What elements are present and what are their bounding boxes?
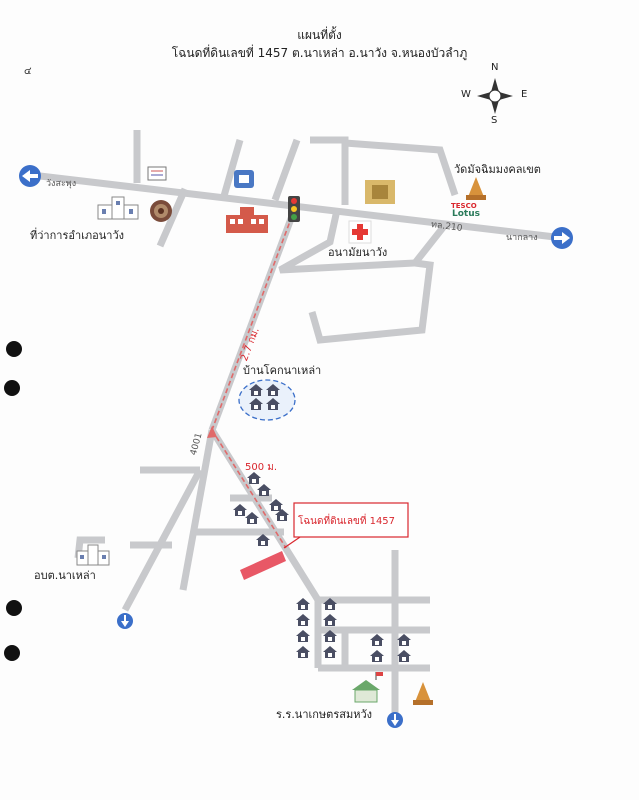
compass-e: E bbox=[521, 89, 528, 100]
house-icon bbox=[323, 646, 337, 658]
house-icon bbox=[247, 472, 261, 484]
arrow-down-icon bbox=[117, 613, 133, 629]
tao-label: อบต.นาเหล่า bbox=[34, 569, 96, 582]
sign-icon bbox=[147, 166, 167, 181]
compass-s: S bbox=[491, 115, 498, 126]
house-icon bbox=[296, 646, 310, 658]
school-label: ร.ร.นาเกษตรสมหวัง bbox=[276, 708, 372, 721]
house-icon bbox=[323, 598, 337, 610]
health-center-icon bbox=[348, 220, 372, 244]
district-office-label: ที่ว่าการอำเภอนาวัง bbox=[30, 229, 124, 242]
compass-n: N bbox=[491, 62, 499, 73]
house-window bbox=[254, 391, 258, 395]
house-window bbox=[301, 621, 305, 625]
house-window bbox=[262, 491, 266, 495]
plot-label-box bbox=[293, 502, 409, 538]
house-window bbox=[301, 653, 305, 657]
house-window bbox=[238, 511, 242, 515]
house-icon bbox=[249, 398, 263, 410]
page-mark: ๔ bbox=[24, 66, 32, 77]
house-icon bbox=[296, 630, 310, 642]
right-direction-label: นากลาง bbox=[506, 233, 538, 243]
health-center-label: อนามัยนาวัง bbox=[328, 246, 388, 259]
house-icon bbox=[323, 630, 337, 642]
house-icon bbox=[233, 504, 247, 516]
house-icon bbox=[296, 614, 310, 626]
arrow-right-icon bbox=[551, 227, 573, 249]
district-seal-icon bbox=[150, 200, 172, 222]
village-label: บ้านโคกนาเหล่า bbox=[243, 364, 322, 377]
district-office-icon bbox=[97, 196, 139, 220]
house-window bbox=[375, 657, 379, 661]
house-icon bbox=[370, 634, 384, 646]
house-icon bbox=[397, 650, 411, 662]
house-icon bbox=[256, 534, 270, 546]
school-icon bbox=[352, 672, 383, 703]
house-window bbox=[274, 506, 278, 510]
house-window bbox=[328, 621, 332, 625]
emblem-icon bbox=[365, 180, 395, 204]
map-title: แผนที่ตั้ง bbox=[297, 28, 342, 42]
route-arrow bbox=[207, 426, 217, 438]
house-window bbox=[402, 641, 406, 645]
tao-office-icon bbox=[76, 544, 110, 566]
binder-hole bbox=[4, 380, 20, 396]
house-window bbox=[254, 405, 258, 409]
house-icon bbox=[323, 614, 337, 626]
temple-label: วัดมัจฉิมมงคลเขต bbox=[454, 163, 541, 176]
house-icon bbox=[370, 650, 384, 662]
house-icon bbox=[249, 384, 263, 396]
temple-icon bbox=[413, 682, 433, 705]
house-window bbox=[328, 653, 332, 657]
house-icon bbox=[275, 509, 289, 521]
traffic-light-icon bbox=[288, 196, 300, 222]
village-boundary bbox=[238, 379, 296, 421]
house-icon bbox=[296, 598, 310, 610]
plot-label: โฉนดที่ดินเลขที่ 1457 bbox=[298, 516, 396, 527]
direction-arrows bbox=[19, 165, 573, 728]
binder-hole bbox=[6, 600, 22, 616]
temple-icon bbox=[466, 177, 486, 200]
compass-w: W bbox=[461, 89, 471, 100]
route-path bbox=[211, 215, 293, 549]
house-icon bbox=[266, 398, 280, 410]
house-window bbox=[301, 605, 305, 609]
house-window bbox=[252, 479, 256, 483]
house-window bbox=[271, 405, 275, 409]
binder-hole bbox=[4, 645, 20, 661]
arrow-down-icon bbox=[387, 712, 403, 728]
house-window bbox=[375, 641, 379, 645]
distance-second-leg: 500 ม. bbox=[245, 462, 278, 473]
house-window bbox=[328, 637, 332, 641]
bank-icon bbox=[234, 170, 254, 188]
binder-hole bbox=[6, 341, 22, 357]
map-subtitle: โฉนดที่ดินเลขที่ 1457 ต.นาเหล่า อ.นาวัง … bbox=[171, 46, 468, 60]
tesco-logo-bottom: Lotus bbox=[452, 209, 480, 219]
house-window bbox=[250, 519, 254, 523]
house-icon bbox=[397, 634, 411, 646]
tesco-logo-top: TESCO bbox=[451, 202, 477, 210]
land-plot bbox=[240, 551, 286, 580]
house-icon bbox=[245, 512, 259, 524]
left-direction-label: วังสะพุง bbox=[46, 179, 77, 189]
house-window bbox=[402, 657, 406, 661]
government-building-icon bbox=[226, 207, 268, 233]
houses bbox=[233, 384, 411, 662]
house-icon bbox=[269, 499, 283, 511]
house-window bbox=[271, 391, 275, 395]
compass-rose-icon bbox=[477, 78, 513, 114]
house-window bbox=[301, 637, 305, 641]
arrow-left-icon bbox=[19, 165, 41, 187]
house-window bbox=[261, 541, 265, 545]
house-icon bbox=[266, 384, 280, 396]
house-window bbox=[280, 516, 284, 520]
house-icon bbox=[257, 484, 271, 496]
house-window bbox=[328, 605, 332, 609]
